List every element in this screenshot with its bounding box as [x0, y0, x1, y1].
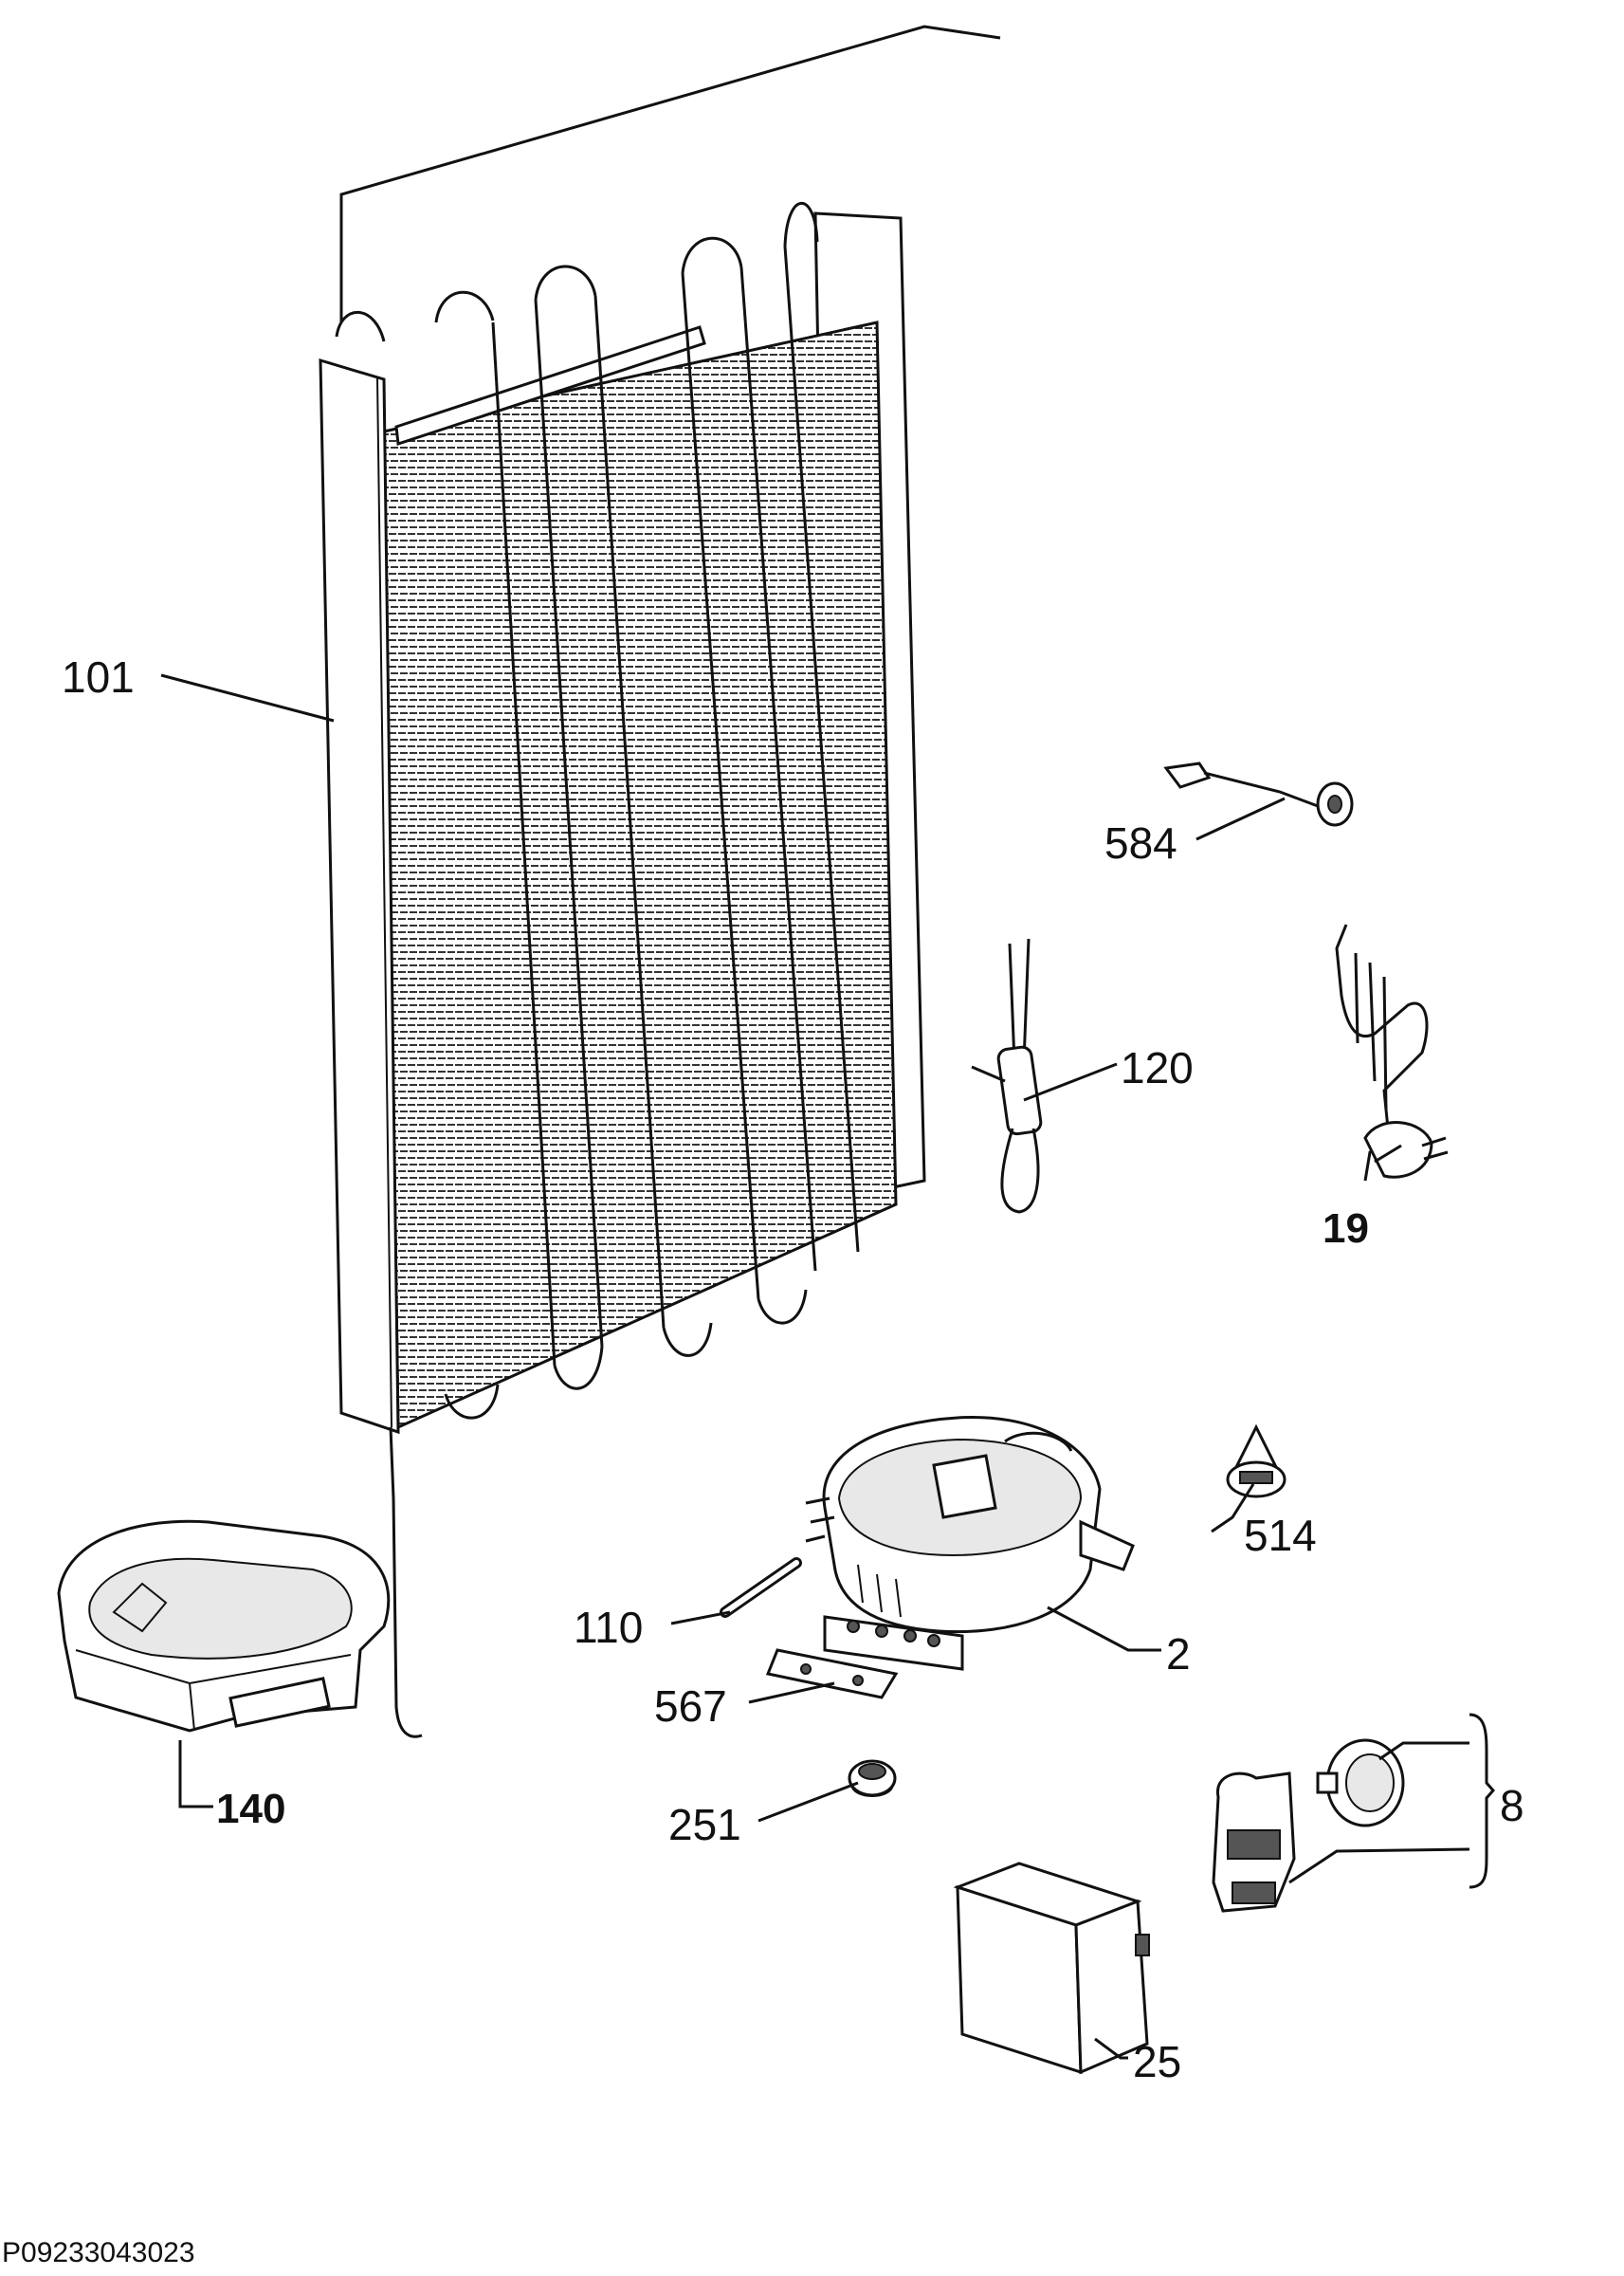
sensor-part-584 — [1163, 762, 1354, 827]
label-2: 2 — [1166, 1629, 1191, 1679]
label-584: 584 — [1104, 818, 1177, 868]
label-251: 251 — [668, 1800, 741, 1849]
cabinet-outline — [339, 25, 1001, 322]
label-140: 140 — [216, 1786, 285, 1832]
compressor-part-2 — [805, 1415, 1135, 1671]
label-110: 110 — [574, 1603, 643, 1652]
label-8: 8 — [1500, 1781, 1524, 1830]
power-cord-part-19 — [1335, 924, 1449, 1182]
label-19: 19 — [1323, 1205, 1369, 1252]
leader-lines — [160, 673, 1495, 2060]
grommet-part-251 — [848, 1759, 897, 1797]
drawing-code: P09233043023 — [2, 2237, 195, 2268]
part-labels: 101 584 120 19 514 110 2 567 140 251 8 2… — [62, 652, 1524, 2086]
label-567: 567 — [654, 1681, 727, 1731]
label-120: 120 — [1121, 1043, 1194, 1092]
relay-part-8 — [1212, 1738, 1405, 1913]
label-25: 25 — [1133, 2037, 1181, 2086]
mounting-plate-part-567 — [765, 1648, 899, 1699]
label-101: 101 — [62, 652, 135, 702]
label-514: 514 — [1244, 1511, 1317, 1560]
pipe-part-110 — [720, 1557, 802, 1618]
condenser-part-101 — [319, 201, 926, 1738]
filter-dryer-part-120 — [971, 938, 1043, 1214]
electrical-box-part-25 — [953, 1862, 1150, 2075]
drip-tray-part-140 — [57, 1519, 391, 1733]
grommet-part-514 — [1226, 1423, 1286, 1498]
